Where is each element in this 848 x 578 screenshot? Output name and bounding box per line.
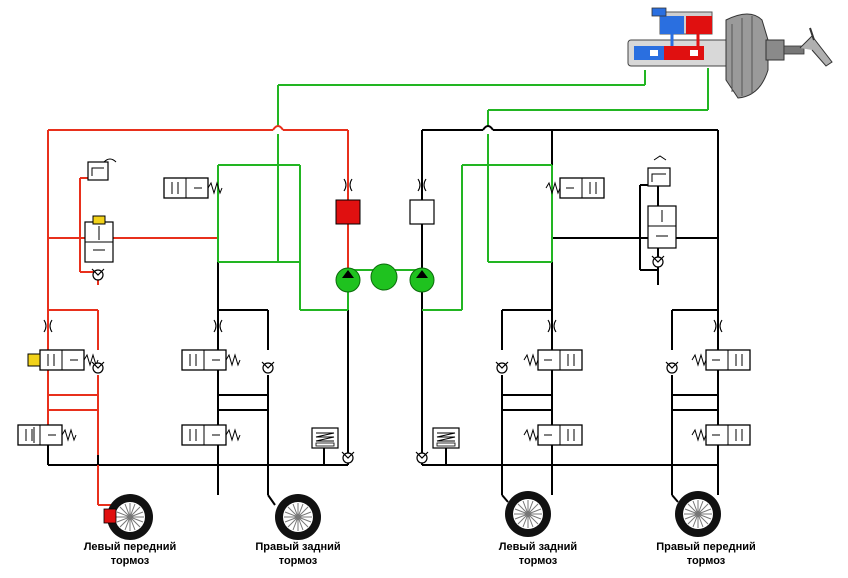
outlet-valve-rear-right [181, 424, 241, 446]
switch-valve-right [545, 177, 605, 199]
brake-caliper-red [103, 508, 117, 524]
inlet-valve-rear-left [523, 349, 583, 371]
low-pressure-accumulator-icon [432, 427, 460, 449]
switch-valve-left [163, 177, 223, 199]
outlet-valve-rear-left [523, 424, 583, 446]
pump-motor-icon [335, 263, 435, 293]
label-line2: тормоз [110, 555, 150, 567]
black-brake-lines [47, 129, 719, 495]
label-rear-right-brake: Правый задний тормоз [218, 540, 378, 568]
label-rear-left-brake: Левый задний тормоз [458, 540, 618, 568]
check-valve-icon [91, 361, 105, 374]
label-line2: тормоз [518, 555, 558, 567]
inlet-valve-front-right [691, 349, 751, 371]
damper-chamber-red [335, 199, 361, 225]
brake-wheel-icon [274, 493, 322, 541]
label-line2: тормоз [686, 555, 726, 567]
high-pressure-valve-left [84, 215, 114, 263]
label-line1: Правый задний [255, 541, 341, 553]
check-valve-icon [415, 451, 429, 464]
brake-wheel-icon [504, 490, 552, 538]
pressure-switch-left [87, 158, 117, 181]
check-valve-icon [261, 361, 275, 374]
master-cylinder-booster-icon [627, 7, 833, 99]
check-valve-icon [341, 451, 355, 464]
check-valve-icon [91, 268, 105, 281]
check-valve-icon [651, 255, 665, 268]
brake-wheel-icon [674, 490, 722, 538]
outlet-valve-front-right [691, 424, 751, 446]
damper-chamber-white [409, 199, 435, 225]
label-line1: Правый передний [656, 541, 756, 553]
label-line1: Левый передний [83, 541, 177, 553]
inlet-valve-front-left [27, 349, 99, 371]
pressure-switch-right [647, 155, 671, 187]
label-front-left-brake: Левый передний тормоз [50, 540, 210, 568]
label-line2: тормоз [278, 555, 318, 567]
inlet-valve-rear-right [181, 349, 241, 371]
high-pressure-valve-right [647, 205, 677, 249]
low-pressure-accumulator-icon [311, 427, 339, 449]
check-valve-icon [665, 361, 679, 374]
outlet-valve-front-left [17, 424, 77, 446]
label-front-right-brake: Правый передний тормоз [626, 540, 786, 568]
green-brake-lines [217, 68, 709, 311]
check-valve-icon [495, 361, 509, 374]
label-line1: Левый задний [498, 541, 578, 553]
